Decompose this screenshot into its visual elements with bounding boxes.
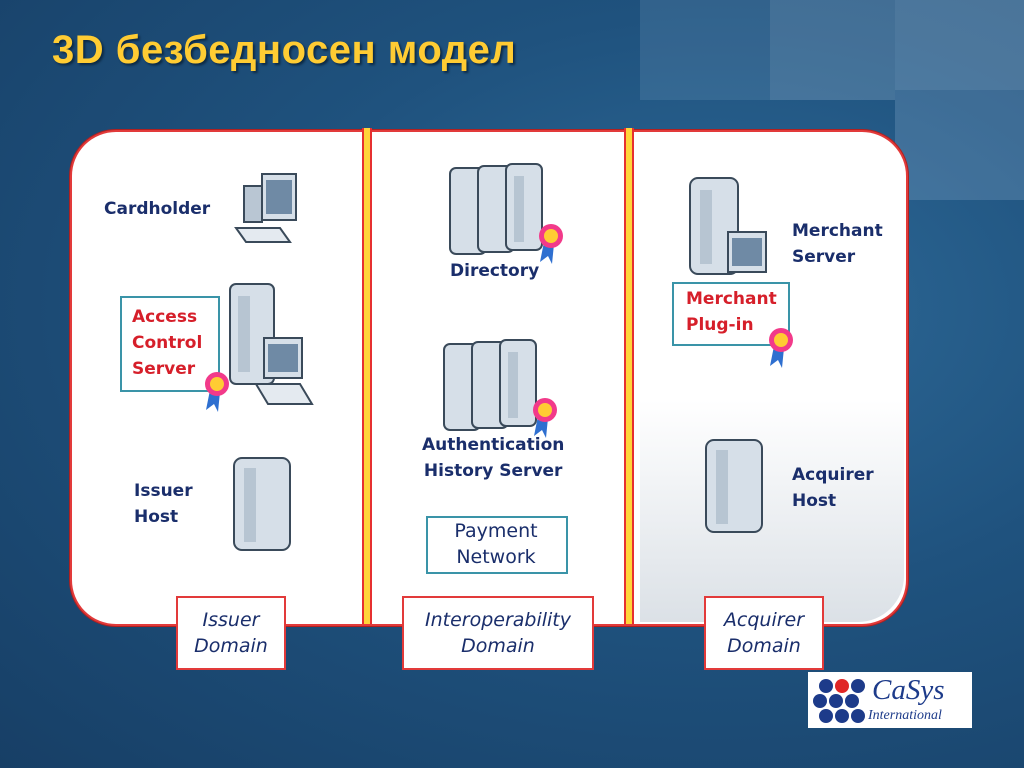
directory-certificate-badge-icon bbox=[539, 224, 563, 264]
background-decoration bbox=[895, 90, 1024, 200]
background-decoration bbox=[770, 0, 895, 100]
divider-left bbox=[362, 128, 372, 624]
acquirer-host-label: Acquirer Host bbox=[792, 465, 874, 511]
logo-subtitle: International bbox=[868, 708, 942, 723]
logo-name: CaSys bbox=[872, 674, 945, 706]
merchant-plugin-label: Merchant Plug-in bbox=[686, 289, 777, 335]
acs-server-icon bbox=[229, 283, 314, 405]
casys-logo-dots-icon bbox=[813, 679, 865, 723]
auth-history-certificate-badge-icon bbox=[533, 398, 557, 438]
payment-network-box bbox=[426, 516, 568, 574]
acquirer-host-server-icon bbox=[705, 439, 763, 533]
acs-box bbox=[120, 296, 220, 392]
background-decoration bbox=[895, 0, 1024, 90]
plugin-certificate-badge-icon bbox=[769, 328, 793, 368]
issuer-domain-label: Issuer Domain bbox=[176, 596, 286, 670]
cardholder-label: Cardholder bbox=[104, 199, 211, 219]
acs-certificate-badge-icon bbox=[205, 372, 229, 412]
page-title: 3D безбедносен модел bbox=[52, 28, 517, 72]
casys-logo: CaSys International bbox=[808, 672, 972, 728]
panel-shade bbox=[640, 400, 904, 622]
payment-network-label: Payment Network bbox=[454, 520, 538, 568]
acquirer-domain-label: Acquirer Domain bbox=[704, 596, 824, 670]
auth-history-servers-icon bbox=[443, 339, 537, 431]
interoperability-domain-label: Interoperability Domain bbox=[402, 596, 594, 670]
merchant-server-label: Merchant Server bbox=[792, 221, 883, 267]
merchant-server-icon bbox=[689, 177, 767, 275]
cardholder-pc-icon bbox=[234, 173, 297, 243]
directory-label: Directory bbox=[450, 261, 540, 281]
issuer-host-label: Issuer Host bbox=[134, 481, 193, 527]
background-decoration bbox=[640, 0, 770, 100]
directory-servers-icon bbox=[449, 163, 543, 255]
divider-right bbox=[624, 128, 634, 624]
acs-label: Access Control Server bbox=[132, 307, 203, 379]
auth-history-server-label: Authentication History Server bbox=[422, 435, 565, 481]
issuer-host-server-icon bbox=[233, 457, 291, 551]
